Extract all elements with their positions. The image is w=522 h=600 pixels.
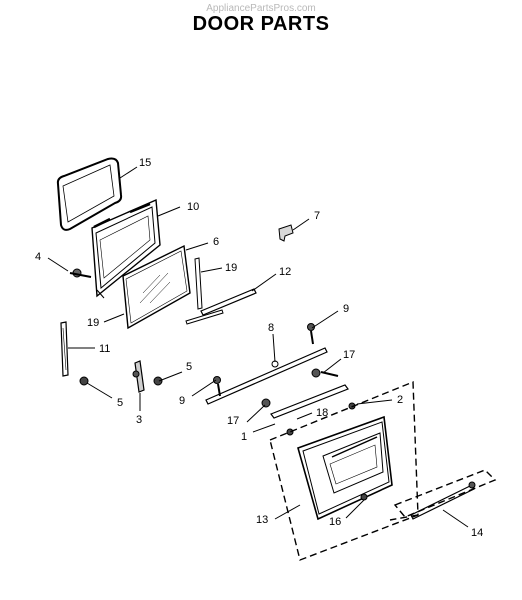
- callout-7: 7: [314, 210, 320, 222]
- part-15-gasket: [56, 157, 123, 231]
- part-7-bracket: [278, 224, 294, 242]
- part-13-outer-door: [297, 415, 393, 521]
- part-9-screws: [213, 323, 315, 397]
- part-10-inner-door: [91, 198, 161, 299]
- part-12-trim: [200, 288, 257, 316]
- callout-18: 18: [316, 407, 328, 419]
- callout-9-left: 9: [179, 395, 185, 407]
- callout-4: 4: [35, 251, 41, 263]
- callout-5-right: 5: [186, 361, 192, 373]
- page-title: DOOR PARTS: [192, 13, 330, 35]
- callout-14: 14: [471, 527, 483, 539]
- part-3-hinge: [79, 360, 163, 393]
- callout-19-top: 19: [225, 262, 237, 274]
- part-16-14: [360, 481, 476, 520]
- callout-16: 16: [329, 516, 341, 528]
- callout-6: 6: [213, 236, 219, 248]
- callout-10: 10: [187, 201, 199, 213]
- callout-9-right: 9: [343, 303, 349, 315]
- callout-13: 13: [256, 514, 268, 526]
- callout-1: 1: [241, 431, 247, 443]
- callout-12: 12: [279, 266, 291, 278]
- part-1-handle: [270, 384, 349, 419]
- leader-lines: [47, 166, 469, 528]
- part-19-seal-strips: [185, 257, 224, 325]
- part-6-glass: [122, 244, 191, 330]
- callout-labels: 15 10 7 6 4 19 12 19 9 8 11 5 17 5 9 3 2…: [35, 157, 483, 539]
- part-4-screw: [69, 268, 92, 278]
- callout-11: 11: [99, 343, 110, 355]
- part-11-side-trim: [60, 321, 69, 377]
- callout-3: 3: [136, 414, 142, 426]
- callout-8: 8: [268, 322, 274, 334]
- part-17-parts: [261, 368, 339, 408]
- part-8-rod: [205, 347, 328, 405]
- watermark: AppliancePartsPros.com: [206, 3, 316, 14]
- callout-19-left: 19: [87, 317, 99, 329]
- callout-17-left: 17: [227, 415, 239, 427]
- assembly-dashed-outline: [269, 380, 497, 561]
- callout-2: 2: [397, 394, 403, 406]
- callout-5-left: 5: [117, 397, 123, 409]
- callout-15: 15: [139, 157, 151, 169]
- callout-17-right: 17: [343, 349, 355, 361]
